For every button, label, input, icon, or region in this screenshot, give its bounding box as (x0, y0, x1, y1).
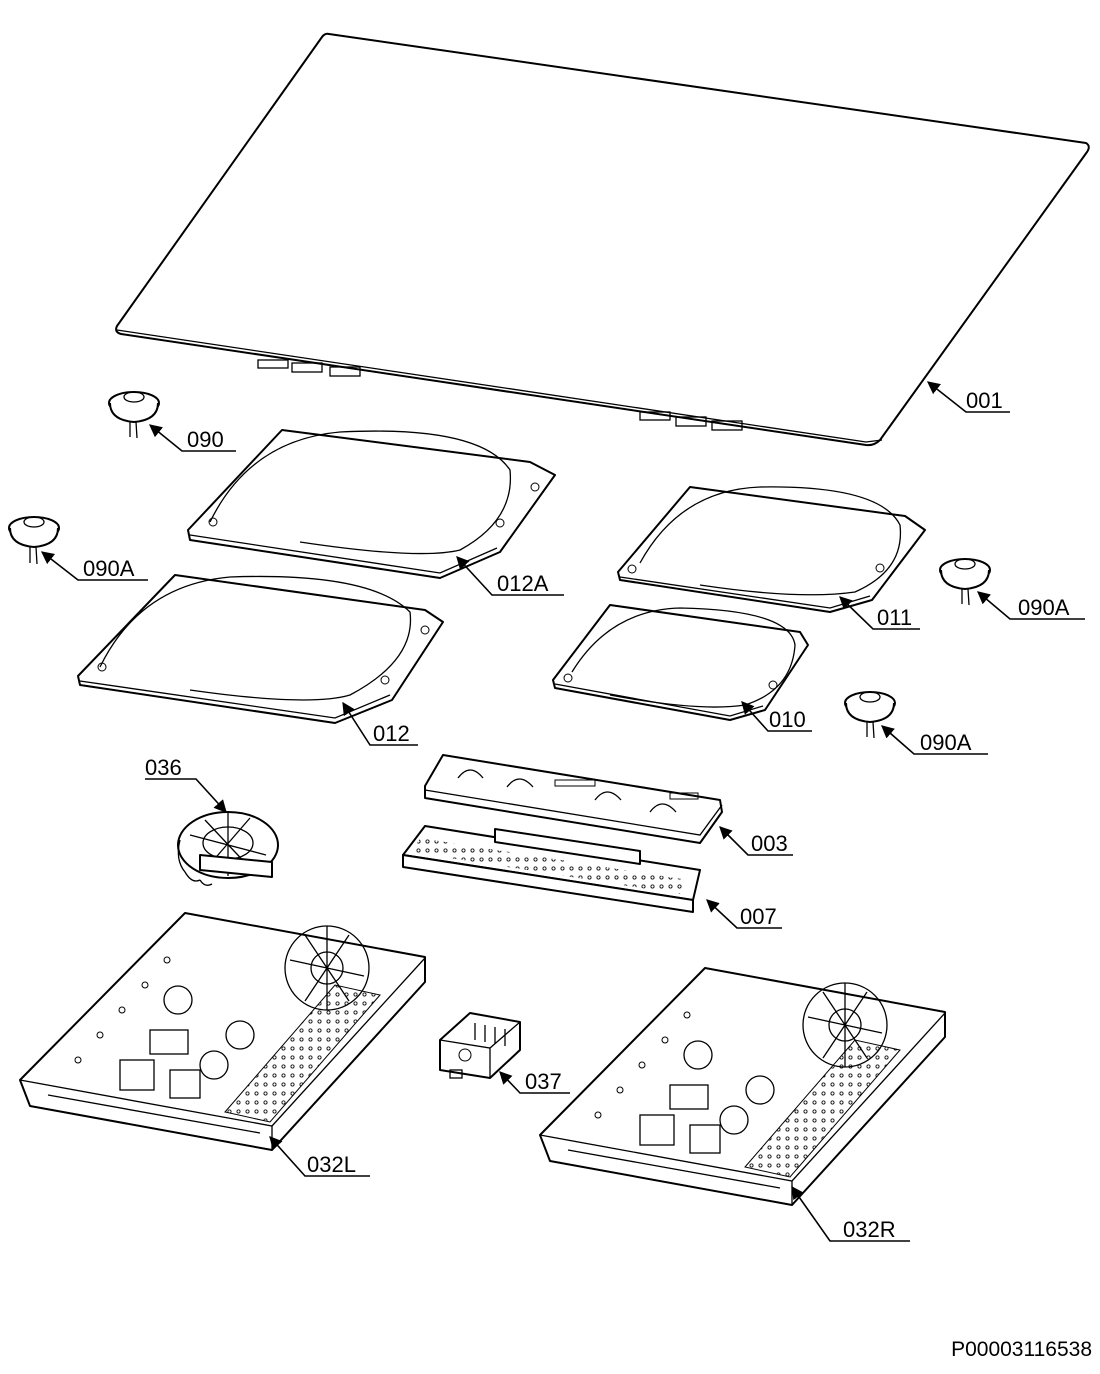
part-007-keyboard-bracket[interactable] (402, 825, 701, 913)
part-036-fan[interactable] (177, 811, 279, 886)
part-012A-coil-plate[interactable] (187, 429, 556, 579)
part-090A-sensor-middle[interactable] (844, 691, 896, 739)
part-032R-power-board-right[interactable] (539, 967, 946, 1206)
label-090: 090 (187, 427, 224, 452)
part-012-coil-plate[interactable] (77, 574, 444, 724)
label-007: 007 (740, 904, 777, 929)
part-003-control-board[interactable] (424, 754, 723, 844)
label-090A-middle: 090A (920, 730, 972, 755)
label-012: 012 (373, 721, 410, 746)
label-032L: 032L (307, 1152, 356, 1177)
part-032L-power-board-left[interactable] (19, 912, 426, 1151)
part-001-glass-top[interactable] (115, 32, 1090, 447)
part-090-sensor[interactable] (108, 391, 160, 439)
part-037-terminal-block[interactable] (439, 1012, 521, 1079)
label-037: 037 (525, 1069, 562, 1094)
leader-lines (40, 381, 1085, 1242)
document-code: P00003116538 (951, 1338, 1092, 1361)
label-090A-right: 090A (1018, 595, 1070, 620)
part-010-coil-plate[interactable] (552, 604, 809, 721)
part-090A-sensor-left[interactable] (8, 516, 60, 565)
label-036: 036 (145, 755, 182, 780)
label-090A-left: 090A (83, 556, 135, 581)
part-011-coil-plate[interactable] (617, 486, 926, 613)
label-032R: 032R (843, 1217, 896, 1242)
label-001: 001 (966, 388, 1003, 413)
label-011: 011 (877, 605, 912, 630)
label-012A: 012A (497, 571, 549, 596)
label-003: 003 (751, 831, 788, 856)
label-010: 010 (769, 707, 806, 732)
part-090A-sensor-right[interactable] (939, 558, 991, 606)
